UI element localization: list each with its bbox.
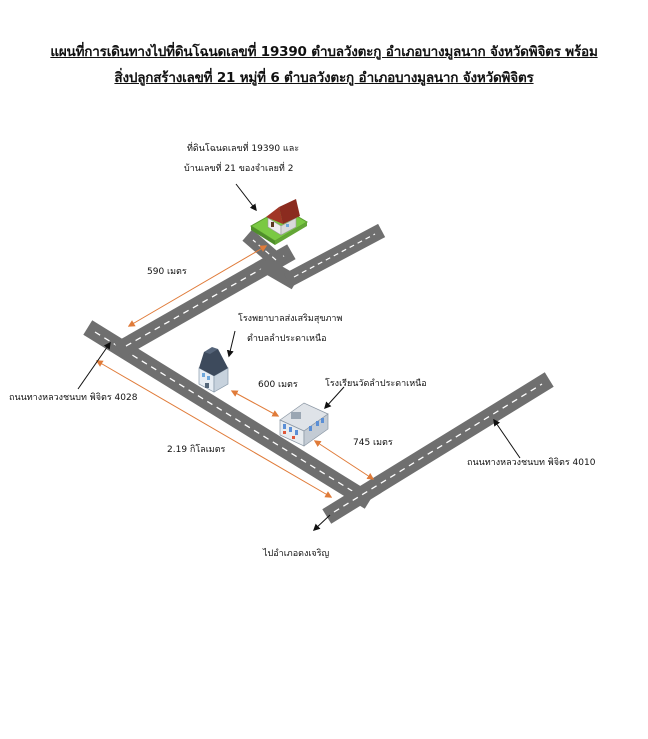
hospital-label-line2: ตำบลลำประดาเหนือ	[247, 334, 327, 344]
pointer-arrows	[77, 183, 521, 531]
distance-600-label: 600 เมตร	[258, 380, 298, 390]
road-4010-segment	[322, 372, 554, 524]
to-district-label: ไปอำเภอดงเจริญ	[263, 549, 330, 559]
distance-arrow-590	[127, 245, 268, 327]
road-4028-label: ถนนทางหลวงชนบท พิจิตร 4028	[9, 393, 138, 403]
distance-arrow-219	[95, 360, 333, 498]
school-label: โรงเรียนวัดลำประดาเหนือ	[325, 379, 427, 389]
pointer-to-school	[324, 386, 345, 410]
distance-arrow-745	[313, 440, 375, 480]
road-4010-label: ถนนทางหลวงชนบท พิจิตร 4010	[467, 458, 596, 468]
pointer-road-4028	[77, 341, 111, 390]
house-on-land-icon	[250, 199, 308, 245]
land-label-line2: บ้านเลขที่ 21 ของจำเลยที่ 2	[184, 164, 294, 174]
school-building-icon	[279, 402, 329, 447]
distance-590-label: 590 เมตร	[147, 267, 187, 277]
distance-arrows	[95, 245, 375, 498]
road-branch-east	[259, 223, 386, 290]
map-title-line1: แผนที่การเดินทางไปที่ดินโฉนดเลขที่ 19390…	[50, 44, 598, 60]
distance-arrow-600	[230, 390, 280, 417]
hospital-building-icon	[198, 347, 229, 393]
hospital-label-line1: โรงพยาบาลส่งเสริมสุขภาพ	[238, 314, 343, 324]
distance-219-label: 2.19 กิโลเมตร	[167, 445, 226, 455]
map-title-line2: สิ่งปลูกสร้างเลขที่ 21 หมู่ที่ 6 ตำบลวัง…	[114, 70, 534, 86]
pointer-to-land	[235, 183, 257, 212]
distance-745-label: 745 เมตร	[353, 438, 393, 448]
pointer-road-4010	[493, 418, 521, 459]
pointer-to-hospital	[226, 330, 236, 358]
pointer-to-district	[312, 514, 331, 531]
land-label-line1: ที่ดินโฉนดเลขที่ 19390 และ	[187, 144, 300, 154]
